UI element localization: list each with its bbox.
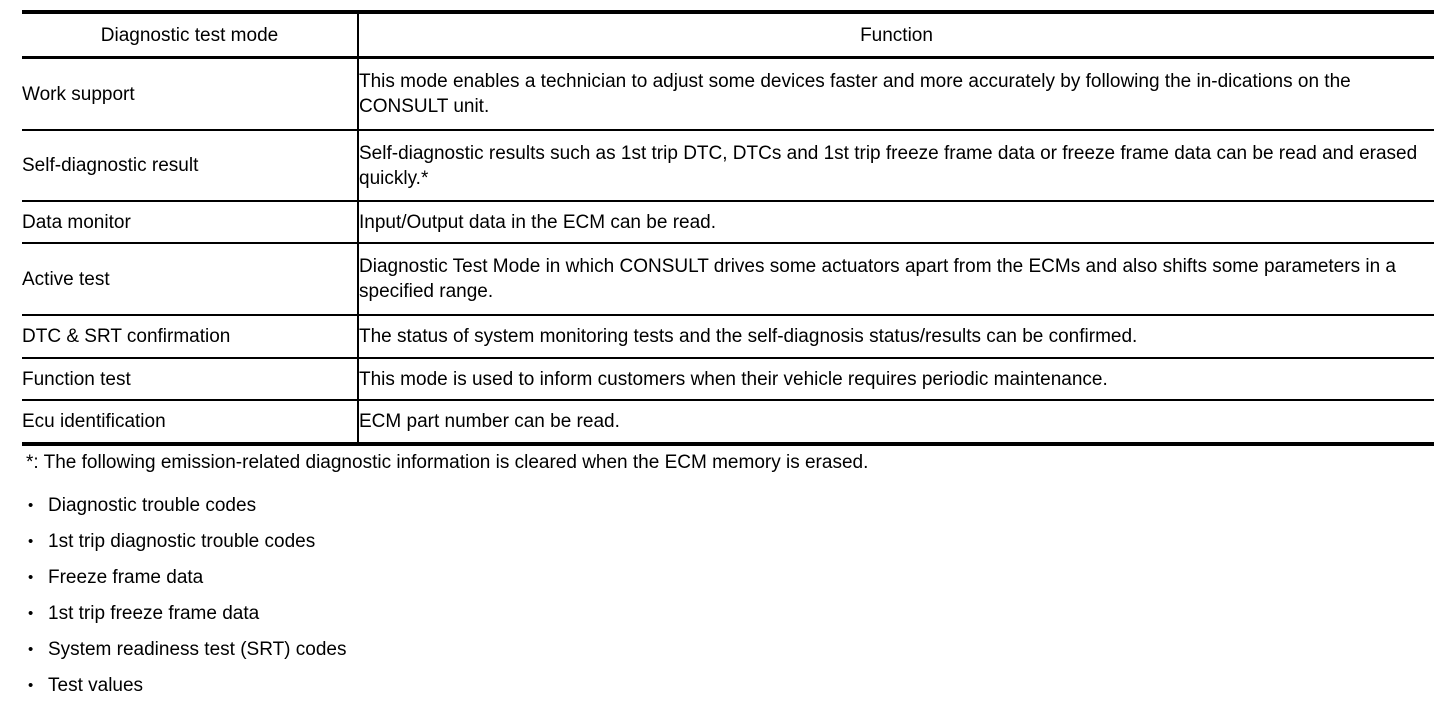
list-item-label: System readiness test (SRT) codes xyxy=(48,639,347,660)
list-item: • Freeze frame data xyxy=(0,560,1456,596)
cell-function-description: This mode enables a technician to adjust… xyxy=(357,57,1434,130)
cell-test-mode: Active test xyxy=(22,243,358,315)
test-mode-label: Self-diagnostic result xyxy=(22,155,199,176)
test-mode-label: Function test xyxy=(22,368,131,390)
diagnostic-test-mode-table: Diagnostic test mode Function Work suppo… xyxy=(22,10,1434,446)
list-item: • System readiness test (SRT) codes xyxy=(0,632,1456,668)
list-item-label: Diagnostic trouble codes xyxy=(48,495,257,516)
list-item-label: Freeze frame data xyxy=(48,567,204,588)
cell-function-description: ECM part number can be read. xyxy=(357,400,1434,444)
table-row: Function test This mode is used to infor… xyxy=(22,358,1434,400)
list-item: • Test values xyxy=(0,668,1456,704)
bullet-icon: • xyxy=(28,677,34,694)
footnote-text: *: The following emission-related diagno… xyxy=(26,452,869,473)
table-row: Self-diagnostic result Self-diagnostic r… xyxy=(22,130,1434,201)
footnote-section: *: The following emission-related diagno… xyxy=(0,452,1456,704)
column-header-diagnostic-test-mode: Diagnostic test mode xyxy=(22,12,358,58)
test-mode-label: Data monitor xyxy=(22,211,131,233)
table-row: Work support This mode enables a technic… xyxy=(22,57,1434,131)
cleared-information-list: • Diagnostic trouble codes • 1st trip di… xyxy=(0,488,1456,704)
bullet-icon: • xyxy=(28,641,34,658)
function-description-text: Diagnostic Test Mode in which CONSULT dr… xyxy=(359,256,1396,302)
cell-test-mode: DTC & SRT confirmation xyxy=(22,315,358,358)
table-row: Ecu identification ECM part number can b… xyxy=(22,400,1434,444)
cell-test-mode: Data monitor xyxy=(22,201,358,243)
list-item-label: 1st trip freeze frame data xyxy=(48,603,260,624)
bullet-icon: • xyxy=(28,497,34,514)
list-item: • 1st trip freeze frame data xyxy=(0,596,1456,632)
cell-function-description: Diagnostic Test Mode in which CONSULT dr… xyxy=(357,243,1434,315)
function-description-text: Self-diagnostic results such as 1st trip… xyxy=(359,142,1418,189)
table-row: Data monitor Input/Output data in the EC… xyxy=(22,201,1434,243)
cell-function-description: This mode is used to inform customers wh… xyxy=(357,358,1434,400)
bullet-icon: • xyxy=(28,533,34,550)
test-mode-label: DTC & SRT confirmation xyxy=(22,326,231,347)
column-header-label: Diagnostic test mode xyxy=(100,24,279,46)
cell-function-description: The status of system monitoring tests an… xyxy=(357,315,1434,358)
list-item: • Diagnostic trouble codes xyxy=(0,488,1456,524)
column-header-function: Function xyxy=(357,12,1434,58)
list-item-label: 1st trip diagnostic trouble codes xyxy=(48,531,316,552)
bullet-icon: • xyxy=(28,569,34,586)
list-item: • 1st trip diagnostic trouble codes xyxy=(0,524,1456,560)
test-mode-label: Ecu identification xyxy=(22,411,166,432)
table-header-row: Diagnostic test mode Function xyxy=(22,12,1434,58)
bullet-icon: • xyxy=(28,605,34,622)
cell-test-mode: Self-diagnostic result xyxy=(22,130,358,201)
test-mode-label: Active test xyxy=(22,268,110,290)
function-description-text: This mode is used to inform customers wh… xyxy=(359,368,1108,390)
cell-function-description: Self-diagnostic results such as 1st trip… xyxy=(357,130,1434,201)
cell-test-mode: Function test xyxy=(22,358,358,400)
cell-test-mode: Work support xyxy=(22,58,358,131)
table-row: DTC & SRT confirmation The status of sys… xyxy=(22,315,1434,358)
function-description-text: Input/Output data in the ECM can be read… xyxy=(359,211,717,233)
list-item-label: Test values xyxy=(48,675,144,696)
cell-test-mode: Ecu identification xyxy=(22,400,358,444)
function-description-text: The status of system monitoring tests an… xyxy=(359,326,1138,347)
cell-function-description: Input/Output data in the ECM can be read… xyxy=(357,201,1434,243)
function-description-text: This mode enables a technician to adjust… xyxy=(359,71,1351,117)
table-row: Active test Diagnostic Test Mode in whic… xyxy=(22,243,1434,315)
test-mode-label: Work support xyxy=(22,83,135,105)
function-description-text: ECM part number can be read. xyxy=(359,411,620,432)
column-header-label: Function xyxy=(860,24,933,46)
